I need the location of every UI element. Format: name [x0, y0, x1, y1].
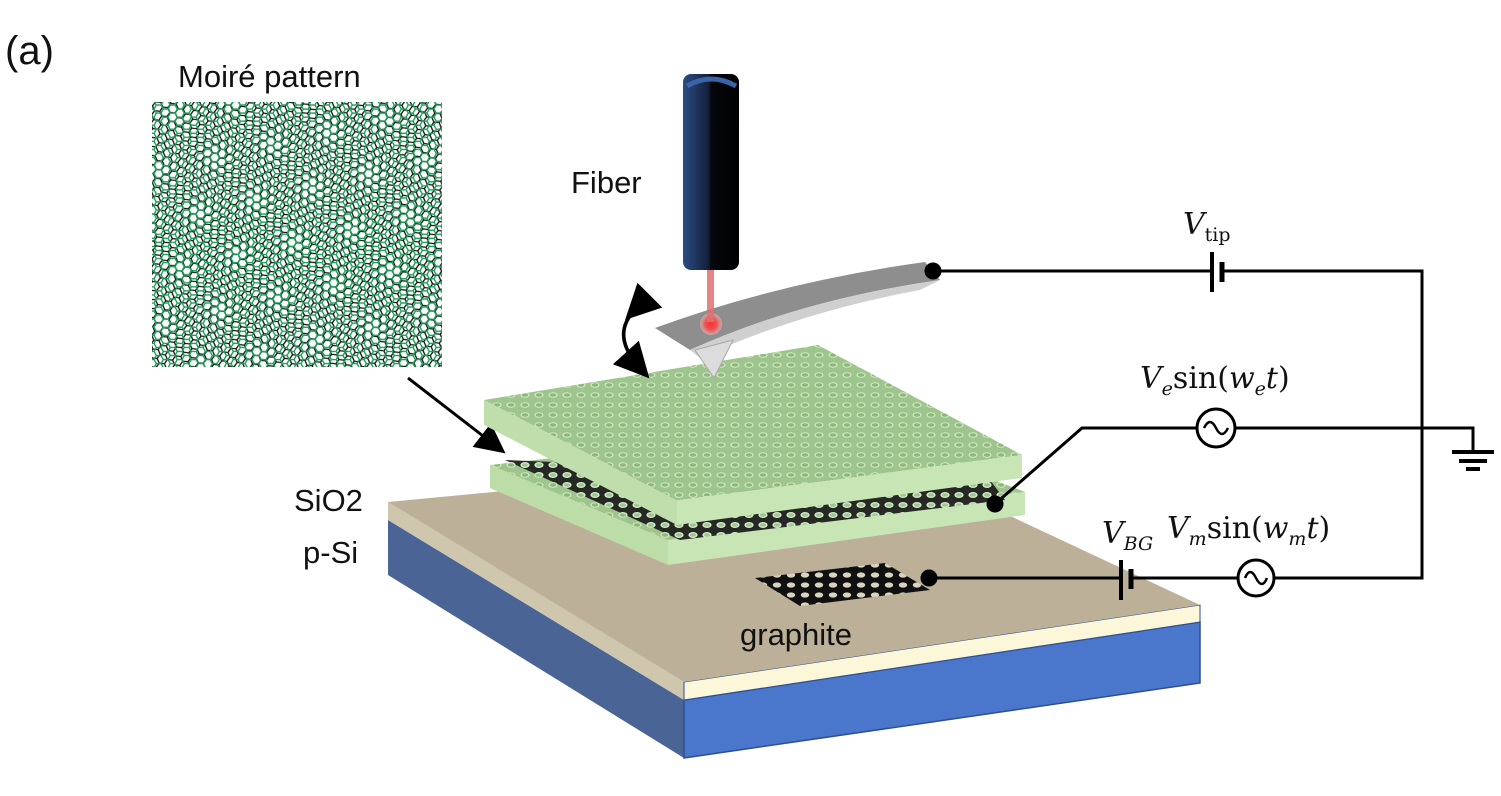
- oscillation-arrow-icon: [612, 282, 663, 379]
- optical-fiber: [683, 74, 739, 322]
- upper-hbn-layer: [484, 345, 1022, 525]
- sio2-front-face: [683, 604, 1201, 701]
- sio2-label: SiO2: [294, 483, 363, 518]
- vbg-label: VBG: [1102, 516, 1154, 555]
- p-si-label: p-Si: [303, 535, 359, 570]
- laser-beam: [707, 270, 714, 322]
- moire-pattern-inset: [152, 102, 442, 367]
- vm-sin-label: Vmsin(wmt): [1167, 511, 1331, 550]
- afm-cantilever: [655, 262, 940, 379]
- ve-sin-label: Vesin(wet): [1140, 361, 1290, 400]
- vtip-label: Vtip: [1183, 207, 1231, 246]
- fiber-label: Fiber: [571, 165, 642, 200]
- circuit: [920, 252, 1494, 600]
- sio2-left-face: [388, 502, 684, 700]
- panel-label: (a): [5, 29, 54, 73]
- ground-icon: [1452, 450, 1494, 471]
- moire-pointer-arrow: [407, 376, 506, 454]
- laser-spot: [700, 313, 722, 335]
- graphite-label: graphite: [740, 617, 853, 652]
- moire-pattern-title: Moiré pattern: [178, 59, 361, 94]
- p-si-left-face: [388, 520, 684, 758]
- graphite-flake: [755, 563, 930, 606]
- afm-tip: [694, 339, 734, 379]
